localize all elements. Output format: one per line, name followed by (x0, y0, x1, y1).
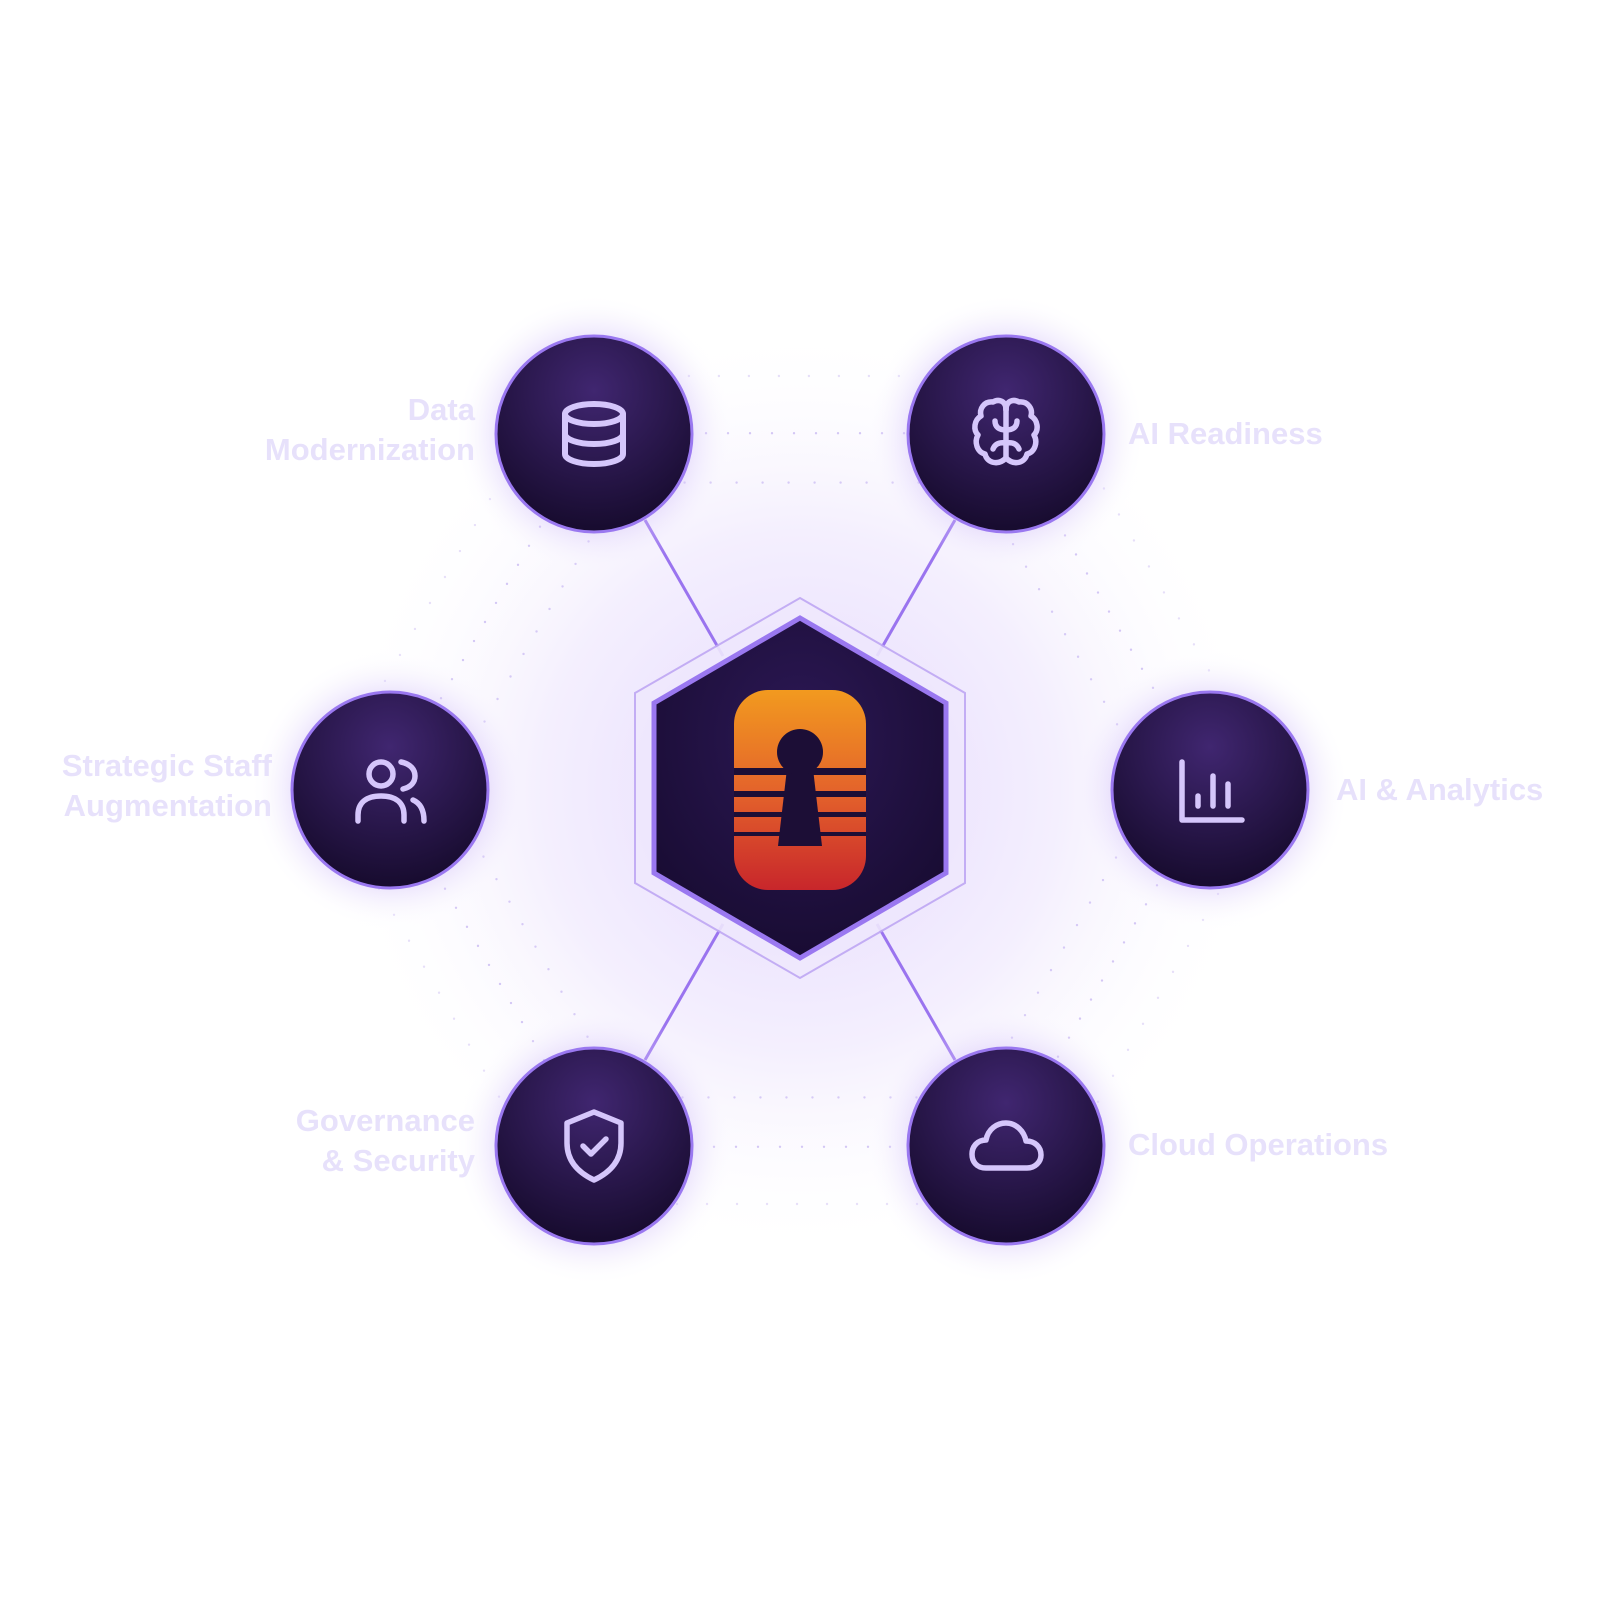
label-line: AI Readiness (1128, 416, 1323, 451)
node-strategic-staff-augmentation[interactable] (250, 650, 530, 930)
cloud-icon (969, 1120, 1044, 1171)
keyhole-sunset-icon (734, 690, 866, 890)
label-governance-security: Governance & Security (296, 1101, 475, 1181)
label-line: Governance (295, 1103, 475, 1138)
label-line: AI & Analytics (1336, 772, 1544, 807)
label-line: Cloud Operations (1128, 1127, 1389, 1162)
users-icon (355, 759, 427, 824)
label-line: Data (407, 392, 475, 427)
central-hub (634, 596, 966, 980)
label-data-modernization: Data Modernization (265, 390, 475, 470)
node-data-modernization[interactable] (454, 294, 734, 574)
label-line: & Security (321, 1143, 475, 1178)
node-cloud-operations[interactable] (866, 1006, 1146, 1286)
shield-check-icon (564, 1109, 624, 1183)
node-governance-security[interactable] (454, 1006, 734, 1286)
node-ai-analytics[interactable] (1070, 650, 1350, 930)
database-icon (562, 401, 626, 467)
label-ai-analytics: AI & Analytics (1336, 770, 1543, 810)
label-cloud-operations: Cloud Operations (1128, 1125, 1388, 1165)
label-ai-readiness: AI Readiness (1128, 414, 1323, 454)
node-ai-readiness[interactable] (866, 294, 1146, 574)
label-line: Augmentation (63, 788, 272, 823)
label-strategic-staff-augmentation: Strategic Staff Augmentation (62, 746, 272, 826)
label-line: Strategic Staff (61, 748, 272, 783)
service-nodes (250, 294, 1350, 1286)
label-line: Modernization (264, 432, 475, 467)
bar-chart-icon (1179, 759, 1245, 823)
brain-icon (972, 397, 1040, 466)
